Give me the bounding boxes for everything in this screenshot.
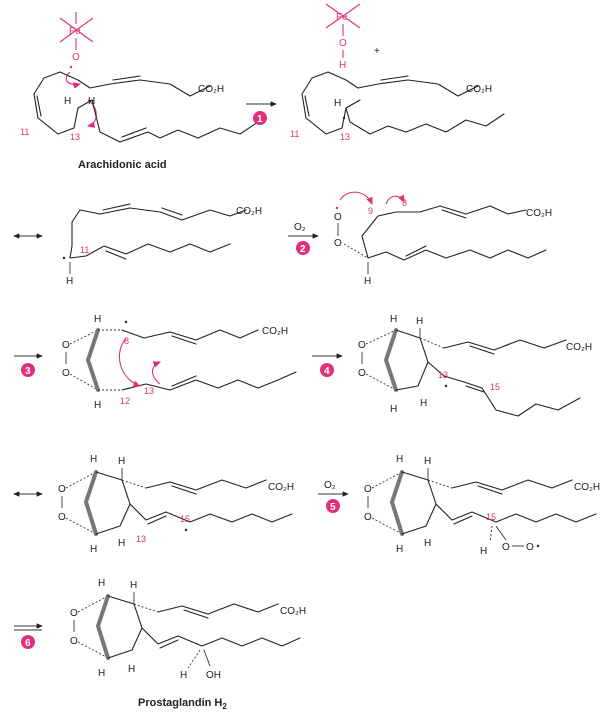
step-1-badge: 1	[253, 111, 267, 125]
svg-text:4: 4	[324, 366, 330, 377]
svg-text:8: 8	[124, 336, 129, 346]
svg-text:3: 3	[25, 366, 31, 377]
svg-text:2: 2	[300, 244, 306, 255]
svg-text:13: 13	[438, 370, 448, 380]
svg-text:CO₂H: CO₂H	[268, 482, 294, 493]
svg-text:H: H	[90, 454, 97, 465]
svg-text:H: H	[94, 400, 101, 411]
svg-text:O: O	[62, 368, 70, 379]
svg-text:CO₂H: CO₂H	[566, 342, 592, 353]
step-6-badge: 6	[21, 635, 35, 649]
svg-text:15: 15	[490, 382, 500, 392]
arachidonic-acid-caption: Arachidonic acid	[78, 159, 167, 171]
fe-label: Fe	[69, 26, 81, 37]
svg-text:H: H	[396, 454, 403, 465]
o2-label-step2: O₂	[294, 222, 306, 233]
co2h-label-1: CO₂H	[198, 84, 224, 95]
step-2-badge: 2	[296, 241, 310, 255]
svg-text:H: H	[390, 404, 397, 415]
fe-oh-complex: Fe O H	[325, 3, 361, 71]
svg-text:H: H	[416, 316, 423, 327]
svg-text:H: H	[130, 580, 137, 591]
svg-text:OH: OH	[206, 670, 221, 681]
svg-text:H: H	[424, 456, 431, 467]
svg-text:H: H	[339, 60, 346, 71]
svg-text:H: H	[128, 664, 135, 675]
svg-text:CO₂H: CO₂H	[236, 206, 262, 217]
svg-text:CO₂H: CO₂H	[526, 208, 552, 219]
svg-text:O: O	[358, 368, 366, 379]
cyclopentane-radical-structure: O O H H H H CO₂H 13 15	[358, 314, 592, 417]
o2-label-step5: O₂	[324, 480, 336, 491]
svg-text:CO₂H: CO₂H	[262, 326, 288, 337]
svg-text:13: 13	[144, 386, 154, 396]
prostaglandin-h2-structure: O O H H H H CO₂H H OH	[70, 578, 306, 681]
svg-text:H: H	[90, 544, 97, 555]
svg-text:H: H	[334, 98, 341, 109]
svg-text:O: O	[58, 484, 66, 495]
svg-text:6: 6	[25, 638, 31, 649]
svg-text:11: 11	[290, 129, 299, 139]
svg-text:H: H	[180, 670, 187, 681]
endoperoxide-radical-structure: O O H H CO₂H 8 12 13	[62, 314, 297, 411]
svg-text:H: H	[98, 668, 105, 679]
svg-text:O: O	[334, 238, 342, 249]
svg-text:O: O	[339, 38, 347, 49]
svg-text:13: 13	[340, 132, 350, 142]
svg-text:O: O	[334, 212, 342, 223]
peroxy-radical-pgg-structure: O O H H H H CO₂H 15 H O O	[364, 454, 600, 557]
svg-text:15: 15	[180, 514, 190, 524]
svg-text:O: O	[58, 512, 66, 523]
svg-text:Fe: Fe	[336, 12, 348, 23]
step-3-badge: 3	[21, 363, 35, 377]
svg-text:O: O	[70, 636, 78, 647]
svg-text:H: H	[396, 544, 403, 555]
svg-text:H: H	[98, 578, 105, 589]
svg-text:H: H	[480, 546, 487, 557]
svg-text:8: 8	[402, 198, 407, 208]
svg-text:O: O	[502, 542, 510, 553]
svg-text:H: H	[118, 456, 125, 467]
svg-text:H: H	[424, 538, 431, 549]
svg-text:H: H	[66, 276, 73, 287]
radical-c11-structure: H CO₂H 11	[62, 203, 262, 287]
curved-arrow-h-abstraction	[65, 71, 82, 89]
svg-text:O: O	[364, 512, 372, 523]
plus-sign: +	[374, 46, 380, 57]
peroxyl-radical-structure: O O H CO₂H 9 8	[334, 191, 552, 287]
svg-text:H: H	[94, 314, 101, 325]
svg-text:H: H	[118, 538, 125, 549]
c13-label-1: 13	[70, 132, 80, 142]
step-5-badge: 5	[326, 499, 340, 513]
svg-text:13: 13	[136, 534, 146, 544]
svg-text:O: O	[364, 484, 372, 495]
svg-text:CO₂H: CO₂H	[280, 606, 306, 617]
svg-text:11: 11	[80, 245, 89, 255]
h-label-2: H	[88, 96, 95, 107]
step-4-badge: 4	[320, 363, 334, 377]
fe-oxo-complex-left: Fe O	[59, 12, 94, 69]
svg-text:CO₂H: CO₂H	[574, 482, 600, 493]
svg-text:O: O	[70, 608, 78, 619]
pgh2-caption: Prostaglandin H2	[138, 697, 227, 711]
svg-text:15: 15	[486, 512, 496, 522]
svg-text:12: 12	[120, 396, 130, 406]
c11-label-1: 11	[20, 127, 29, 137]
svg-text:CO₂H: CO₂H	[466, 84, 492, 95]
svg-text:H: H	[390, 314, 397, 325]
svg-text:9: 9	[368, 206, 373, 216]
svg-text:O: O	[526, 542, 534, 553]
svg-text:O: O	[62, 340, 70, 351]
arachidonic-acid-structure: H H CO₂H 11 13	[20, 71, 259, 143]
radical-intermediate-1: H CO₂H 11 13	[290, 71, 505, 142]
h-label-1: H	[64, 96, 71, 107]
o-radical-label: O	[72, 52, 80, 63]
svg-text:1: 1	[257, 114, 263, 125]
svg-text:H: H	[364, 276, 371, 287]
allylic-radical-structure: O O H H H H CO₂H 13 15	[58, 454, 294, 555]
svg-text:5: 5	[330, 502, 336, 513]
svg-text:O: O	[358, 340, 366, 351]
svg-text:H: H	[420, 398, 427, 409]
